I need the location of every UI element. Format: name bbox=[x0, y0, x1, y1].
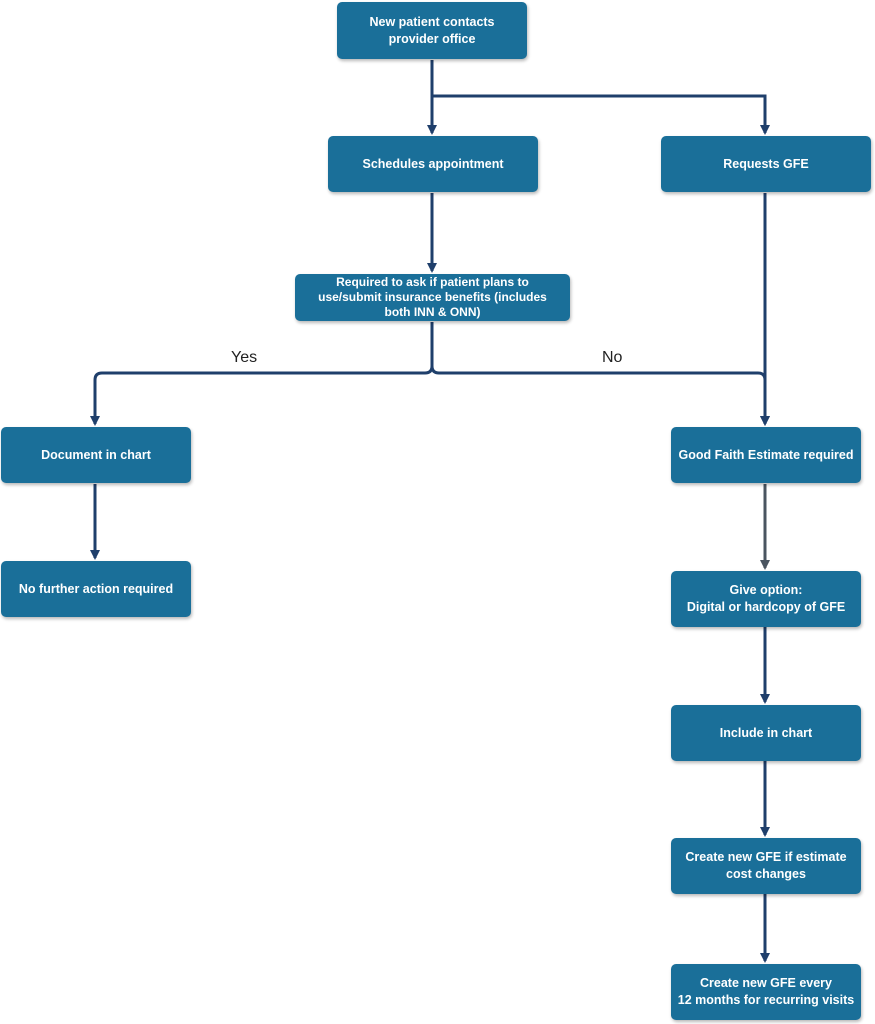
node-new-patient-contacts: New patient contacts provider office bbox=[337, 2, 527, 59]
node-create-new-gfe-12-months-label: Create new GFE every 12 months for recur… bbox=[677, 976, 855, 1007]
node-good-faith-estimate-required: Good Faith Estimate required bbox=[671, 427, 861, 483]
edge-new-patient-to-requests-gfe bbox=[432, 94, 770, 135]
node-requests-gfe-label: Requests GFE bbox=[723, 156, 809, 171]
node-document-in-chart-label: Document in chart bbox=[41, 447, 151, 462]
yes-label: Yes bbox=[231, 349, 258, 366]
no-label: No bbox=[602, 349, 623, 366]
node-give-option: Give option: Digital or hardcopy of GFE bbox=[671, 571, 861, 627]
node-schedules-appointment: Schedules appointment bbox=[328, 136, 538, 192]
edge-no-to-gfe-required bbox=[430, 365, 770, 426]
node-good-faith-estimate-required-label: Good Faith Estimate required bbox=[678, 447, 854, 462]
node-no-further-action: No further action required bbox=[1, 561, 191, 617]
node-requests-gfe: Requests GFE bbox=[661, 136, 871, 192]
node-give-option-label: Give option: Digital or hardcopy of GFE bbox=[686, 583, 846, 614]
node-include-in-chart: Include in chart bbox=[671, 705, 861, 761]
node-required-to-ask-label: Required to ask if patient plans to use/… bbox=[318, 275, 547, 319]
node-document-in-chart: Document in chart bbox=[1, 427, 191, 483]
node-include-in-chart-label: Include in chart bbox=[719, 725, 813, 740]
node-required-to-ask: Required to ask if patient plans to use/… bbox=[295, 274, 570, 321]
node-create-new-gfe-12-months: Create new GFE every 12 months for recur… bbox=[671, 964, 861, 1020]
node-create-new-gfe-cost-changes-label: Create new GFE if estimate cost changes bbox=[685, 850, 847, 881]
node-schedules-appointment-label: Schedules appointment bbox=[362, 156, 504, 171]
node-no-further-action-label: No further action required bbox=[18, 581, 174, 596]
node-create-new-gfe-cost-changes: Create new GFE if estimate cost changes bbox=[671, 838, 861, 894]
edge-yes-to-document bbox=[90, 322, 434, 426]
node-new-patient-contacts-label: New patient contacts provider office bbox=[369, 14, 495, 46]
